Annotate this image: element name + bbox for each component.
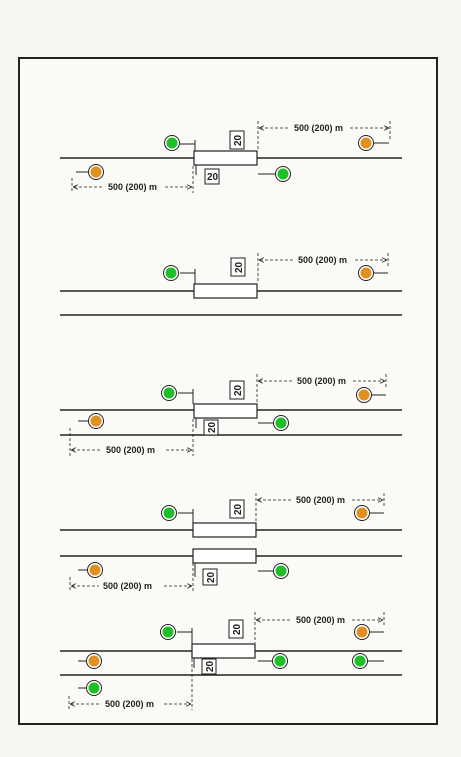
distance-dimension: 500 (200) m xyxy=(257,121,391,150)
panel-5: 20 20 xyxy=(60,612,402,710)
green-signal xyxy=(258,563,289,579)
speed-sign-value: 20 xyxy=(234,261,245,273)
work-zone-box xyxy=(193,283,258,299)
speed-sign: 20 xyxy=(195,165,220,185)
speed-sign-value: 20 xyxy=(206,571,217,583)
work-zone-box xyxy=(191,643,256,659)
green-signal xyxy=(161,385,194,404)
distance-dimension: 500 (200) m xyxy=(68,659,193,710)
distance-dimension: 500 (200) m xyxy=(257,253,389,283)
distance-dimension: 500 (200) m xyxy=(256,374,387,403)
panel-4: 20 20 500 (200) m xyxy=(60,493,402,591)
speed-sign: 20 xyxy=(194,563,218,586)
orange-signal xyxy=(356,387,386,403)
speed-sign-value: 20 xyxy=(233,384,244,396)
speed-sign-value: 20 xyxy=(207,421,218,433)
orange-signal xyxy=(78,653,102,669)
green-signal xyxy=(258,653,288,669)
green-signal xyxy=(352,653,384,669)
speed-sign: 20 xyxy=(228,619,244,639)
work-zone-box xyxy=(193,150,258,166)
speed-sign: 20 xyxy=(229,380,245,400)
orange-signal xyxy=(358,265,388,281)
speed-sign-value: 20 xyxy=(232,623,243,635)
distance-label: 500 (200) m xyxy=(103,581,152,591)
green-signal xyxy=(161,505,194,523)
work-zone-box xyxy=(192,548,257,564)
distance-dimension: 500 (200) m xyxy=(71,166,194,193)
green-signal xyxy=(258,166,291,182)
orange-signal xyxy=(354,505,384,521)
green-signal xyxy=(160,624,193,644)
work-zone-box xyxy=(192,522,257,538)
distance-label: 500 (200) m xyxy=(296,495,345,505)
distance-label: 500 (200) m xyxy=(106,445,155,455)
distance-label: 500 (200) m xyxy=(296,615,345,625)
orange-signal xyxy=(76,164,104,180)
orange-signal xyxy=(78,562,103,578)
distance-label: 500 (200) m xyxy=(297,376,346,386)
orange-signal xyxy=(358,135,389,151)
green-signal xyxy=(78,680,102,696)
speed-sign: 20 xyxy=(230,257,246,277)
speed-sign: 20 xyxy=(229,130,245,150)
panel-1: 20 20 500 (200) m xyxy=(60,121,402,193)
green-signal xyxy=(163,265,196,284)
distance-dimension: 500 (200) m xyxy=(69,563,194,591)
orange-signal xyxy=(78,413,104,429)
distance-dimension: 500 (200) m xyxy=(254,612,385,643)
orange-signal xyxy=(354,624,384,640)
distance-label: 500 (200) m xyxy=(298,255,347,265)
panel-3: 20 20 500 (200) m xyxy=(60,374,402,456)
green-signal xyxy=(258,415,289,431)
speed-sign: 20 xyxy=(229,499,245,519)
green-signal xyxy=(164,135,196,151)
speed-sign: 20 xyxy=(195,418,219,436)
speed-sign-value: 20 xyxy=(233,134,244,146)
distance-dimension: 500 (200) m xyxy=(255,493,385,522)
distance-label: 500 (200) m xyxy=(108,182,157,192)
speed-sign-value: 20 xyxy=(233,503,244,515)
speed-sign-value: 20 xyxy=(207,172,219,183)
work-zone-box xyxy=(193,403,258,419)
distance-label: 500 (200) m xyxy=(105,699,154,709)
panel-2: 20 500 (200) m xyxy=(60,253,402,316)
distance-label: 500 (200) m xyxy=(294,123,343,133)
speed-sign: 20 xyxy=(193,658,217,675)
speed-sign-value: 20 xyxy=(205,660,216,672)
distance-dimension: 500 (200) m xyxy=(69,419,194,456)
